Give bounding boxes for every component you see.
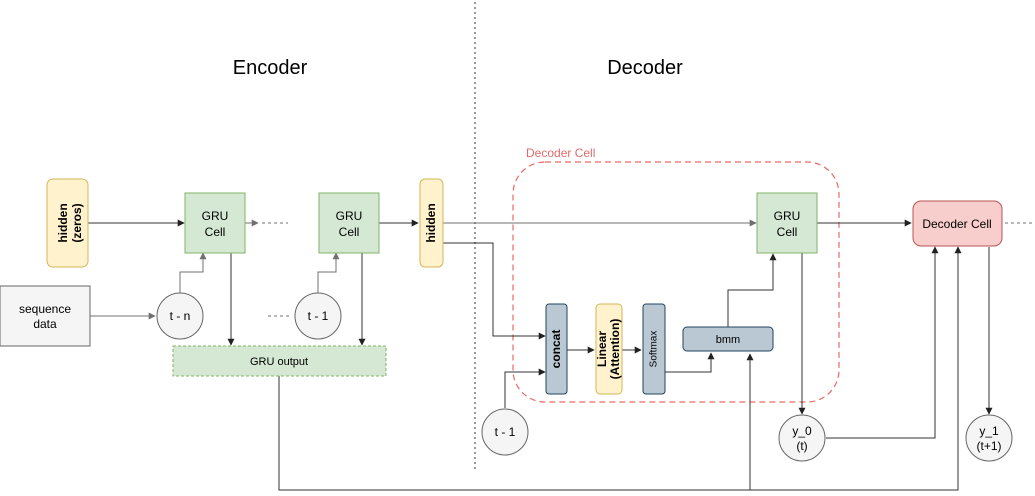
decoder-t-1-label: t - 1 (495, 425, 516, 439)
bmm-label: bmm (716, 334, 740, 346)
gru1-label-2: Cell (205, 225, 226, 239)
linear-label-2: (Attention) (608, 319, 622, 380)
concat-node: concat (545, 303, 568, 395)
y0-label-1: y_0 (792, 424, 812, 438)
softmax-node: Softmax (642, 303, 666, 395)
edge-y0-to-decoder-cell2 (826, 246, 939, 439)
y1-node: y_1 (t+1) (965, 414, 1013, 462)
encoder-title: Encoder (233, 57, 308, 79)
decoder-gru-label-2: Cell (777, 225, 798, 239)
decoder-cell-group-label: Decoder Cell (526, 146, 595, 160)
softmax-label: Softmax (649, 331, 660, 368)
encoder-t-n-node: t - n (156, 292, 204, 340)
gru-output-node: GRU output (172, 345, 387, 377)
encoder-gru-cell-1: GRU Cell (184, 192, 246, 254)
t-n-label: t - n (170, 309, 191, 323)
decoder-cell-next-label: Decoder Cell (922, 217, 991, 231)
edge-tn-to-gru1 (179, 252, 207, 293)
edge-output-to-bmm (278, 353, 754, 491)
edge-output-to-decoder-cell2 (750, 246, 962, 491)
sequence-data-label-1: sequence (19, 302, 71, 316)
edge-hidden-to-concat (443, 242, 546, 340)
decoder-t-1-node: t - 1 (481, 408, 529, 456)
encoder-t-1-label: t - 1 (308, 309, 329, 323)
edge-bmm-to-decoder-gru (727, 253, 777, 327)
concat-label: concat (549, 330, 563, 369)
decoder-gru-cell: GRU Cell (756, 192, 818, 254)
encoder-gru-cell-2: GRU Cell (318, 192, 380, 254)
encoder-t-1-node: t - 1 (294, 292, 342, 340)
decoder-title: Decoder (607, 57, 683, 79)
edge-t1-to-concat (504, 368, 546, 408)
edge-t1-to-gru2 (317, 252, 340, 293)
sequence-data-node: sequence data (0, 285, 91, 347)
sequence-data-label-2: data (33, 317, 57, 331)
hidden-node: hidden (419, 178, 444, 268)
edge-softmax-to-bmm (665, 352, 715, 373)
decoder-cell-next-node: Decoder Cell (912, 200, 1003, 247)
decoder-cell-group (512, 161, 840, 403)
hidden-label: hidden (424, 203, 438, 242)
bmm-node: bmm (682, 326, 774, 352)
y0-label-2: (t) (796, 439, 807, 453)
gru2-label-1: GRU (336, 209, 363, 223)
hidden-zeros-label-2: (zeros) (70, 203, 84, 242)
y0-node: y_0 (t) (778, 414, 826, 462)
hidden-zeros-node: hidden (zeros) (46, 178, 89, 268)
linear-label-1: Linear (595, 331, 609, 367)
hidden-zeros-label-1: hidden (56, 203, 70, 242)
y1-label-1: y_1 (979, 424, 999, 438)
decoder-gru-label-1: GRU (774, 209, 801, 223)
linear-attention-node: Linear (Attention) (595, 303, 623, 395)
gru-output-label: GRU output (250, 356, 308, 368)
gru1-label-1: GRU (202, 209, 229, 223)
y1-label-2: (t+1) (976, 439, 1001, 453)
gru2-label-2: Cell (339, 225, 360, 239)
